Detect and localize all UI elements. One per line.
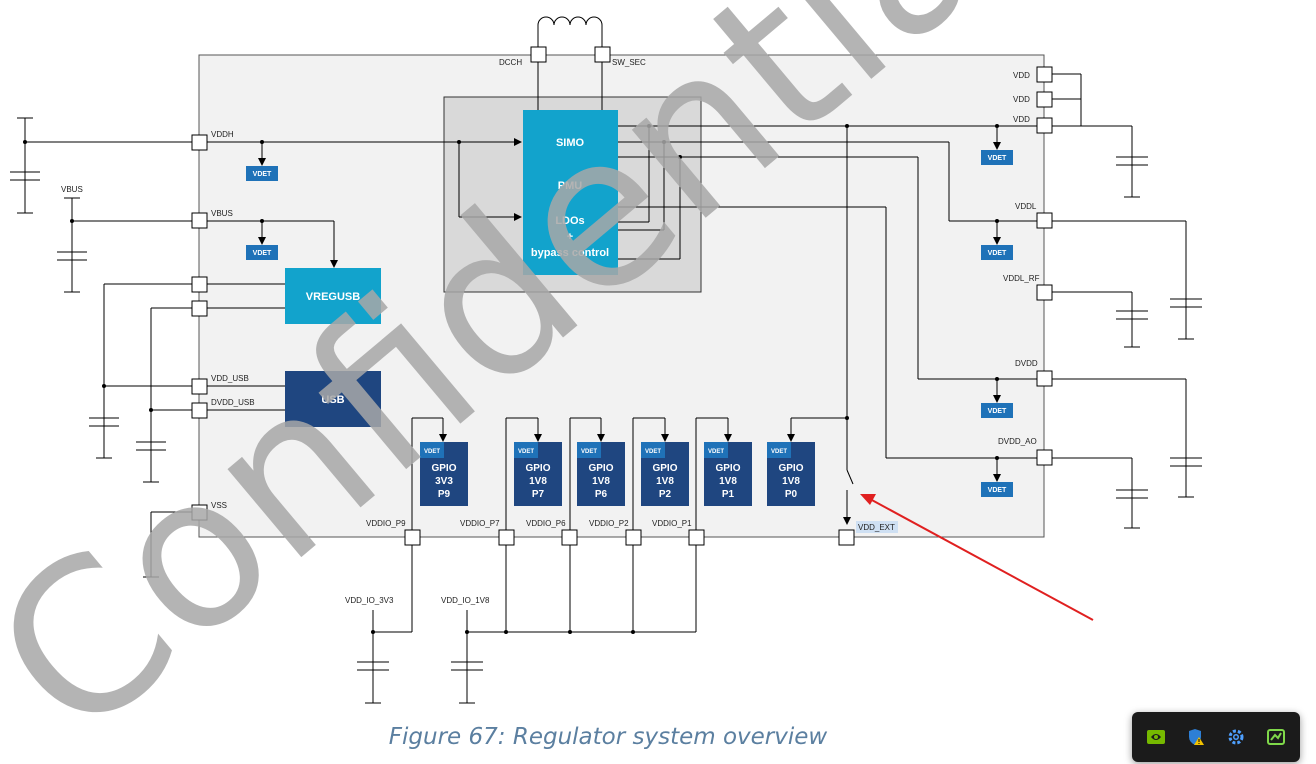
ldos-label: LDOs	[555, 215, 584, 227]
svg-text:VDD_USB: VDD_USB	[211, 374, 249, 383]
vdet-badge: VDET	[981, 150, 1013, 165]
svg-text:VDET: VDET	[581, 449, 597, 455]
svg-text:VDD: VDD	[1013, 95, 1030, 104]
svg-text:VDD: VDD	[1013, 115, 1030, 124]
svg-text:GPIO: GPIO	[525, 463, 550, 474]
gpio-block-p2: VDET GPIO 1V8 P2	[641, 442, 689, 506]
svg-text:VDD_IO_1V8: VDD_IO_1V8	[441, 596, 490, 605]
svg-text:VDET: VDET	[424, 449, 440, 455]
vdet-badge: VDET	[981, 245, 1013, 260]
defender-warning-icon[interactable]	[1186, 727, 1206, 747]
pins	[191, 46, 1053, 546]
annotation-arrow	[860, 494, 1094, 621]
svg-text:VDET: VDET	[988, 155, 1007, 162]
vdet-badge: VDET	[981, 482, 1013, 497]
svg-text:3V3: 3V3	[435, 476, 453, 487]
svg-text:VBUS: VBUS	[61, 185, 83, 194]
svg-text:VDET: VDET	[645, 449, 661, 455]
svg-text:VSS: VSS	[211, 501, 227, 510]
svg-text:GPIO: GPIO	[431, 463, 456, 474]
gpio-block-p9: VDET GPIO 3V3 P9	[420, 442, 468, 506]
svg-text:VDDIO_P9: VDDIO_P9	[366, 519, 406, 528]
svg-text:VDDIO_P7: VDDIO_P7	[460, 519, 500, 528]
svg-text:P0: P0	[785, 489, 798, 500]
svg-text:GPIO: GPIO	[652, 463, 677, 474]
figure-caption: Figure 67: Regulator system overview	[388, 724, 828, 750]
svg-text:1V8: 1V8	[529, 476, 547, 487]
usb-block	[285, 371, 381, 427]
svg-text:VDET: VDET	[253, 171, 272, 178]
bypass-control-label: bypass control	[531, 247, 609, 259]
svg-text:SW_SEC: SW_SEC	[612, 58, 646, 67]
svg-text:DCCH: DCCH	[499, 58, 522, 67]
svg-text:VDD_IO_3V3: VDD_IO_3V3	[345, 596, 394, 605]
vregusb-label: VREGUSB	[306, 291, 360, 303]
svg-text:1V8: 1V8	[656, 476, 674, 487]
usb-label: USB	[321, 394, 344, 406]
svg-text:VBUS: VBUS	[211, 209, 233, 218]
svg-text:P2: P2	[659, 489, 672, 500]
svg-text:P7: P7	[532, 489, 545, 500]
svg-text:GPIO: GPIO	[778, 463, 803, 474]
gpio-block-p1: VDET GPIO 1V8 P1	[704, 442, 752, 506]
svg-text:1V8: 1V8	[719, 476, 737, 487]
svg-text:P9: P9	[438, 489, 451, 500]
nvidia-icon[interactable]	[1146, 727, 1166, 747]
gpio-block-p7: VDET GPIO 1V8 P7	[514, 442, 562, 506]
svg-text:VDET: VDET	[708, 449, 724, 455]
svg-text:GPIO: GPIO	[588, 463, 613, 474]
svg-text:VDDIO_P6: VDDIO_P6	[526, 519, 566, 528]
svg-text:P6: P6	[595, 489, 608, 500]
svg-text:VDET: VDET	[518, 449, 534, 455]
plus-label: +	[567, 231, 573, 243]
svg-text:VDET: VDET	[988, 487, 1007, 494]
svg-text:DVDD_AO: DVDD_AO	[998, 437, 1037, 446]
svg-text:DVDD_USB: DVDD_USB	[211, 398, 255, 407]
svg-text:VDDH: VDDH	[211, 130, 234, 139]
svg-text:VDD_EXT: VDD_EXT	[858, 523, 895, 532]
svg-text:VDET: VDET	[988, 250, 1007, 257]
vdet-badge: VDET	[981, 403, 1013, 418]
vdd-ext-highlight	[856, 521, 898, 533]
inductor-symbol	[537, 16, 603, 47]
vdet-badge: VDET	[246, 166, 278, 181]
settings-gear-icon[interactable]	[1226, 727, 1246, 747]
svg-text:VDDIO_P1: VDDIO_P1	[652, 519, 692, 528]
pin-labels: DCCH SW_SEC VDDH VBUS VBUS VDD_USB DVDD_…	[61, 58, 1040, 605]
svg-text:VDD: VDD	[1013, 71, 1030, 80]
pmu-label: PMU	[558, 180, 583, 192]
gpio-block-p6: VDET GPIO 1V8 P6	[577, 442, 625, 506]
wires	[10, 62, 1202, 704]
svg-text:1V8: 1V8	[782, 476, 800, 487]
svg-text:VDET: VDET	[771, 449, 787, 455]
svg-text:VDDL: VDDL	[1015, 202, 1037, 211]
svg-text:VDDIO_P2: VDDIO_P2	[589, 519, 629, 528]
svg-text:VDET: VDET	[253, 250, 272, 257]
app-icon[interactable]	[1266, 727, 1286, 747]
svg-text:VDDL_RF: VDDL_RF	[1003, 274, 1040, 283]
svg-text:VDET: VDET	[988, 408, 1007, 415]
simo-label: SIMO	[556, 137, 585, 149]
svg-text:P1: P1	[722, 489, 735, 500]
taskbar-tray-popup	[1132, 712, 1300, 762]
svg-text:GPIO: GPIO	[715, 463, 740, 474]
simo-pmu-block	[523, 110, 618, 275]
svg-text:1V8: 1V8	[592, 476, 610, 487]
vdet-badge: VDET	[246, 245, 278, 260]
svg-text:DVDD: DVDD	[1015, 359, 1038, 368]
junction-dots	[23, 124, 999, 634]
gpio-block-p0: VDET GPIO 1V8 P0	[767, 442, 815, 506]
vregusb-block	[285, 268, 381, 324]
